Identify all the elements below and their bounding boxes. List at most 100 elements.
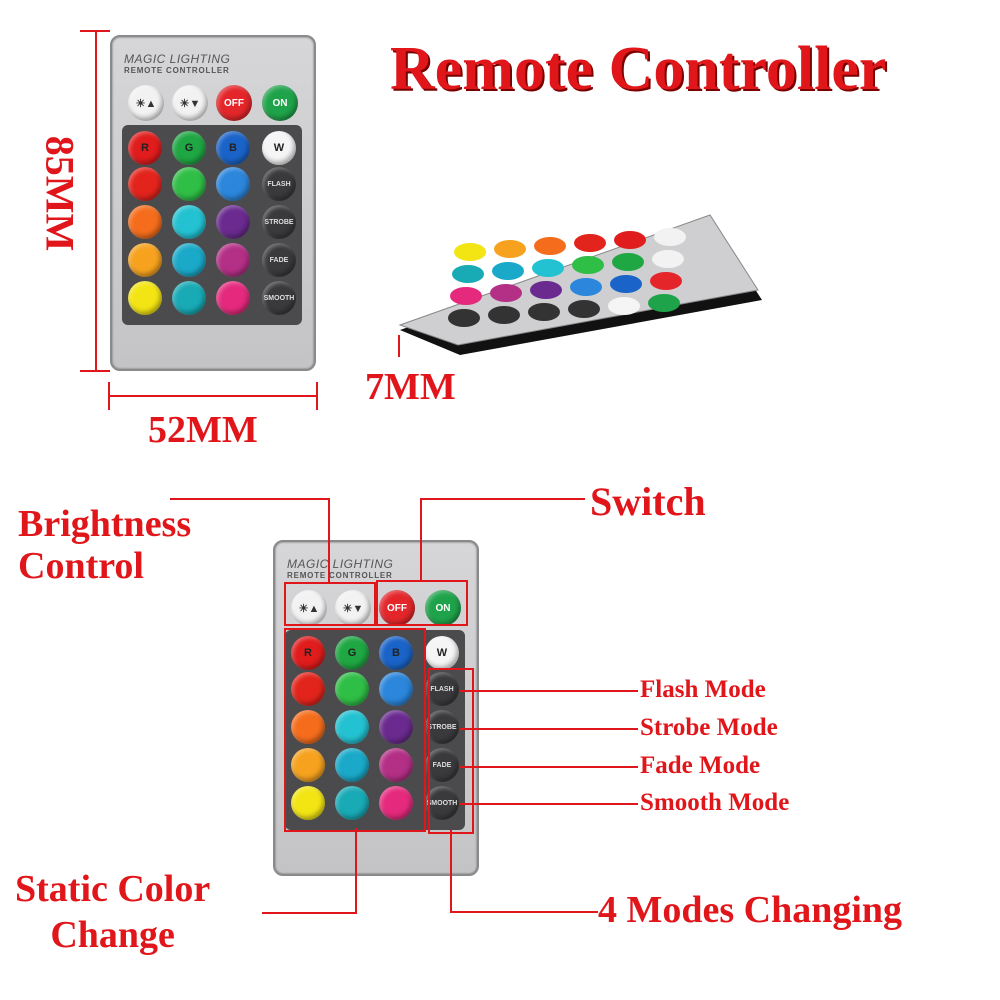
angled-view-button (532, 259, 564, 277)
height-dimension-tick-top (80, 30, 110, 32)
power-on-icon: ON (272, 97, 288, 109)
color-swatch-button[interactable] (291, 748, 325, 782)
height-dimension-line (95, 30, 97, 370)
color-swatch-button[interactable] (216, 243, 250, 277)
angled-view-button (450, 287, 482, 305)
angled-view-button (654, 228, 686, 246)
color-w-button[interactable]: W (425, 636, 459, 670)
width-dimension-line (108, 395, 318, 397)
color-swatch-button[interactable] (291, 672, 325, 706)
modes-leader-v (450, 830, 452, 913)
color-swatch-button[interactable] (216, 205, 250, 239)
angled-view-button (610, 275, 642, 293)
angled-view-button (528, 303, 560, 321)
smooth-mode-button[interactable]: SMOOTH (262, 281, 296, 315)
mode-label: SMOOTH (426, 799, 458, 807)
static-color-group-box (284, 628, 426, 832)
fade-mode-button[interactable]: FADE (425, 748, 459, 782)
angled-view-button (490, 284, 522, 302)
color-swatch-button[interactable] (172, 205, 206, 239)
width-dimension-tick-right (316, 382, 318, 410)
color-swatch-button[interactable] (291, 786, 325, 820)
color-swatch-button[interactable] (216, 281, 250, 315)
angled-view-button (448, 309, 480, 327)
brightness-down-button[interactable]: ☀▼ (335, 590, 371, 626)
brightness-control-label: Brightness Control (18, 503, 192, 587)
fade-mode-button[interactable]: FADE (262, 243, 296, 277)
static-color-leader-h (262, 912, 357, 914)
color-swatch-button[interactable] (216, 167, 250, 201)
color-swatch-button[interactable] (172, 243, 206, 277)
angled-view-button (452, 265, 484, 283)
color-swatch-button[interactable] (335, 672, 369, 706)
color-b-button[interactable]: B (379, 636, 413, 670)
power-off-button[interactable]: OFF (379, 590, 415, 626)
remote-angled-view (398, 214, 762, 355)
page-title: Remote Controller (390, 35, 887, 103)
mode-label: FLASH (430, 685, 454, 693)
brightness-leader-h (170, 498, 330, 500)
color-r-button[interactable]: R (291, 636, 325, 670)
switch-label: Switch (590, 479, 706, 524)
color-w-button[interactable]: W (262, 131, 296, 165)
strobe-mode-label: Strobe Mode (640, 714, 778, 741)
mode-label: STROBE (427, 723, 457, 731)
mode-label: STROBE (264, 218, 294, 226)
flash-leader (460, 690, 638, 692)
color-swatch-button[interactable] (379, 710, 413, 744)
smooth-mode-label: Smooth Mode (640, 789, 790, 816)
four-modes-changing-label: 4 Modes Changing (598, 889, 903, 931)
color-swatch-button[interactable] (291, 710, 325, 744)
angled-view-button (492, 262, 524, 280)
fade-mode-label: Fade Mode (640, 752, 761, 779)
brightness-up-button[interactable]: ☀▲ (291, 590, 327, 626)
power-on-button[interactable]: ON (425, 590, 461, 626)
angled-view-button (530, 281, 562, 299)
angled-view-button (608, 297, 640, 315)
smooth-mode-button[interactable]: SMOOTH (425, 786, 459, 820)
color-g-button[interactable]: G (172, 131, 206, 165)
flash-mode-label: Flash Mode (640, 676, 766, 703)
color-swatch-button[interactable] (335, 710, 369, 744)
width-dimension-label: 52MM (148, 409, 258, 451)
color-swatch-button[interactable] (128, 167, 162, 201)
strobe-mode-button[interactable]: STROBE (425, 710, 459, 744)
brightness-group-box (284, 582, 376, 626)
color-swatch-button[interactable] (128, 205, 162, 239)
color-swatch-button[interactable] (379, 672, 413, 706)
brightness-down-icon: ☀▼ (342, 602, 364, 615)
brightness-up-button[interactable]: ☀▲ (128, 85, 164, 121)
width-dimension-tick-left (108, 382, 110, 410)
strobe-leader (460, 728, 638, 730)
angled-view-button (454, 243, 486, 261)
flash-mode-button[interactable]: FLASH (425, 672, 459, 706)
brightness-down-icon: ☀▼ (179, 97, 201, 110)
flash-mode-button[interactable]: FLASH (262, 167, 296, 201)
color-swatch-button[interactable] (172, 167, 206, 201)
color-swatch-button[interactable] (379, 786, 413, 820)
angled-view-button (650, 272, 682, 290)
angled-view-button (614, 231, 646, 249)
smooth-leader (460, 803, 638, 805)
mode-label: FLASH (267, 180, 291, 188)
color-g-button[interactable]: G (335, 636, 369, 670)
power-off-button[interactable]: OFF (216, 85, 252, 121)
brightness-up-icon: ☀▲ (135, 97, 157, 110)
color-swatch-button[interactable] (335, 748, 369, 782)
brightness-down-button[interactable]: ☀▼ (172, 85, 208, 121)
color-swatch-button[interactable] (128, 281, 162, 315)
color-swatch-button[interactable] (335, 786, 369, 820)
color-swatch-button[interactable] (128, 243, 162, 277)
power-on-button[interactable]: ON (262, 85, 298, 121)
color-b-button[interactable]: B (216, 131, 250, 165)
strobe-mode-button[interactable]: STROBE (262, 205, 296, 239)
color-swatch-button[interactable] (172, 281, 206, 315)
angled-view-button (494, 240, 526, 258)
color-swatch-button[interactable] (379, 748, 413, 782)
angled-view-button (612, 253, 644, 271)
color-r-button[interactable]: R (128, 131, 162, 165)
angled-view-button (574, 234, 606, 252)
